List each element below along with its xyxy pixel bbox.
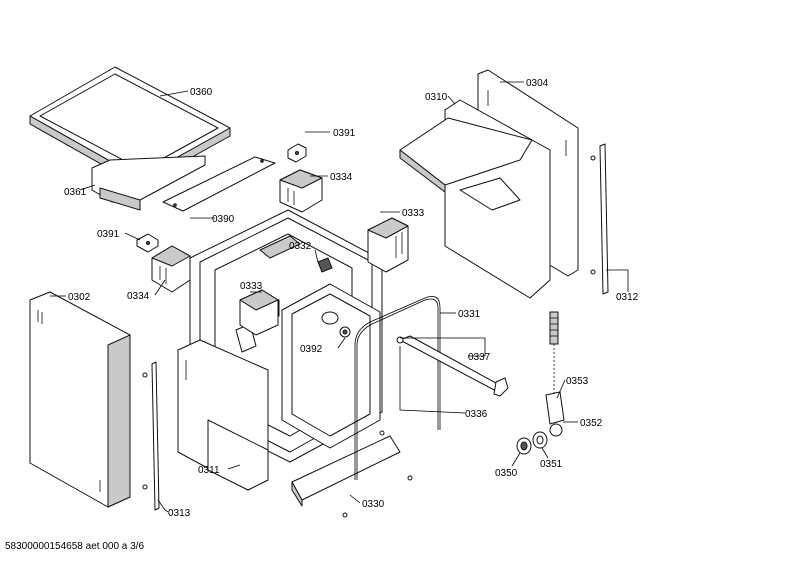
label-0336: 0336 [465, 409, 488, 420]
label-0311: 0311 [198, 465, 220, 476]
leader-lines [50, 81, 629, 513]
label-0330: 0330 [362, 499, 385, 510]
side-panel-left-part [29, 291, 131, 508]
door-frame-part [281, 283, 381, 449]
base-shell-part [399, 99, 551, 299]
door-seal-part [354, 295, 441, 480]
label-0333-left: 0333 [240, 281, 263, 292]
spacer-left-part [239, 289, 279, 336]
label-0392: 0392 [300, 344, 323, 355]
hinge-top-part [279, 169, 323, 213]
bracket-top-part [287, 143, 307, 163]
label-0360: 0360 [190, 87, 213, 98]
label-0334-top: 0334 [330, 172, 353, 183]
label-0313: 0313 [168, 508, 191, 519]
label-0352: 0352 [580, 418, 603, 429]
nuts-part [516, 431, 548, 455]
label-0361: 0361 [64, 187, 87, 198]
label-0332: 0332 [289, 241, 312, 252]
label-0304: 0304 [526, 78, 549, 89]
spacer-right-part [367, 217, 409, 273]
label-0333-right: 0333 [402, 208, 425, 219]
bracket-left-part [136, 233, 159, 253]
label-0391-left: 0391 [97, 229, 120, 240]
label-0302: 0302 [68, 292, 91, 303]
label-0331: 0331 [458, 309, 481, 320]
label-0337: 0337 [468, 352, 491, 363]
label-0334-left: 0334 [127, 291, 150, 302]
inlet-valve-part [545, 311, 565, 437]
label-0351: 0351 [540, 459, 563, 470]
tub-side-panel-part [177, 339, 269, 491]
cover-strip-part [162, 156, 276, 212]
worktop-frame-part [91, 155, 206, 211]
label-0353: 0353 [566, 376, 589, 387]
label-0390: 0390 [212, 214, 235, 225]
side-strip-left-part [142, 361, 160, 511]
label-0310: 0310 [425, 92, 448, 103]
hinge-left-part [151, 245, 191, 293]
document-code: 58300000154658 aet 000 a 3/6 [5, 541, 145, 552]
part-labels: 0360 0361 0390 0391 0334 0391 0334 0302 … [64, 78, 639, 519]
label-0312: 0312 [616, 292, 639, 303]
label-0391-top: 0391 [333, 128, 356, 139]
spray-arm-part [396, 335, 509, 397]
side-strip-right-part [590, 143, 609, 295]
label-0350: 0350 [495, 468, 518, 479]
